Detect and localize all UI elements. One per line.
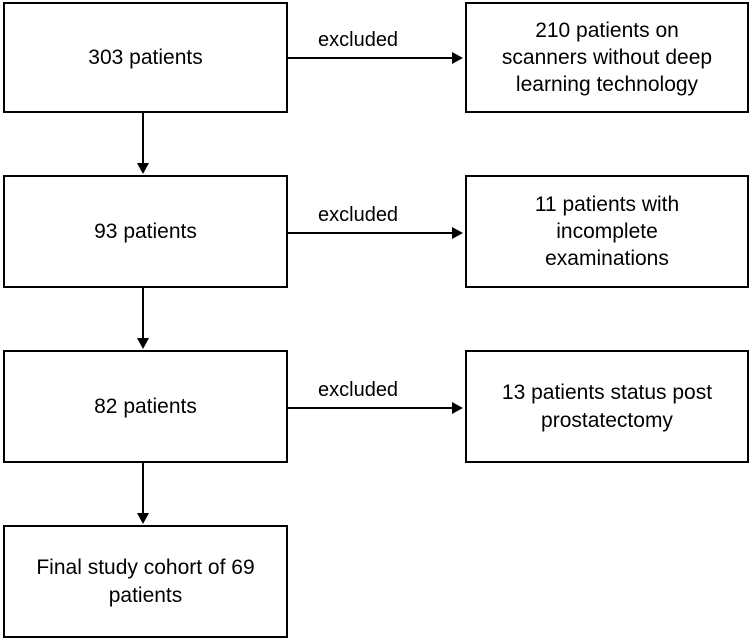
edge-label-excluded-2: excluded (318, 204, 399, 226)
edge-arrowhead-93-to-11 (452, 227, 463, 239)
node-cohort-303: 303 patients (3, 2, 288, 113)
node-excluded-210-label: 210 patients on scanners without deep le… (501, 18, 713, 97)
edge-arrowhead-303-to-93 (137, 163, 149, 174)
node-cohort-82-label: 82 patients (94, 394, 197, 418)
node-cohort-303-label: 303 patients (88, 45, 203, 69)
edge-arrowhead-82-to-final (137, 513, 149, 524)
edge-arrowhead-303-to-210 (452, 52, 463, 64)
edge-line-82-to-13 (288, 407, 454, 409)
node-excluded-13-label: 13 patients status post prostatectomy (501, 381, 713, 432)
edge-label-excluded-3: excluded (318, 379, 399, 401)
edge-arrowhead-82-to-13 (452, 402, 463, 414)
node-excluded-210: 210 patients on scanners without deep le… (465, 2, 749, 113)
node-cohort-82: 82 patients (3, 350, 288, 463)
edge-line-303-to-93 (142, 113, 144, 165)
edge-label-excluded-1: excluded (318, 29, 399, 51)
node-excluded-13: 13 patients status post prostatectomy (465, 350, 749, 463)
node-cohort-93: 93 patients (3, 175, 288, 288)
edge-line-82-to-final (142, 463, 144, 515)
edge-arrowhead-93-to-82 (137, 338, 149, 349)
node-cohort-93-label: 93 patients (94, 219, 197, 243)
node-final-cohort: Final study cohort of 69 patients (3, 525, 288, 638)
edge-line-303-to-210 (288, 57, 454, 59)
node-excluded-11-label: 11 patients with incomplete examinations (534, 192, 680, 271)
node-excluded-11: 11 patients with incomplete examinations (465, 175, 749, 288)
edge-line-93-to-82 (142, 288, 144, 340)
edge-line-93-to-11 (288, 232, 454, 234)
node-final-cohort-label: Final study cohort of 69 patients (36, 556, 255, 607)
